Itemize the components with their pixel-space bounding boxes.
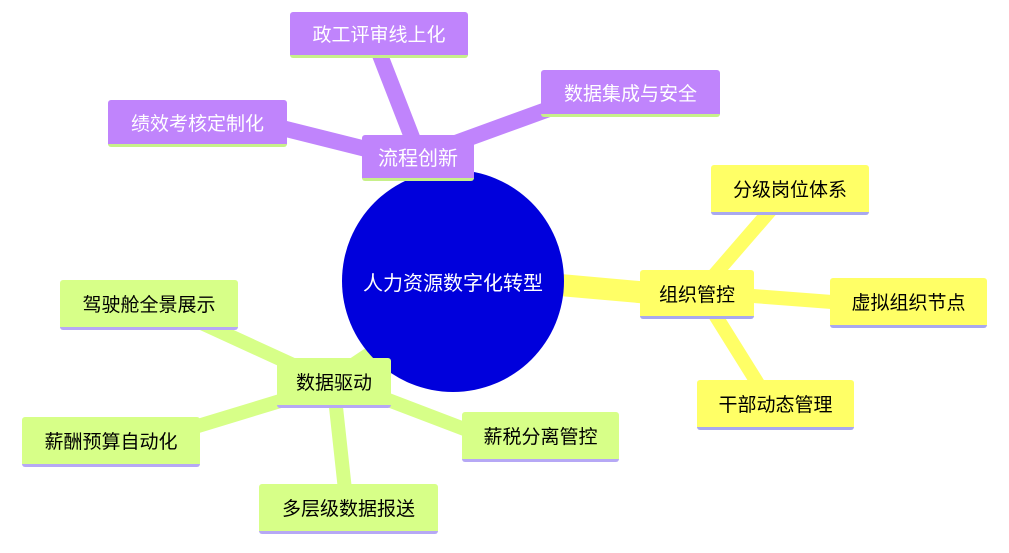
leaf-virtual-org: 虚拟组织节点 <box>830 278 987 328</box>
leaf-salary-budget: 薪酬预算自动化 <box>22 417 200 467</box>
leaf-performance-custom: 绩效考核定制化 <box>108 100 287 147</box>
edge-data-reporting <box>328 391 352 497</box>
branch-org-control: 组织管控 <box>640 270 754 319</box>
leaf-review-online: 政工评审线上化 <box>290 12 468 58</box>
leaf-position-system: 分级岗位体系 <box>711 165 869 215</box>
root-node: 人力资源数字化转型 <box>342 170 564 392</box>
edge-org-positions <box>703 198 782 287</box>
edge-process-review <box>372 47 423 153</box>
leaf-multilevel-report: 多层级数据报送 <box>259 484 438 534</box>
branch-process: 流程创新 <box>362 135 474 181</box>
leaf-tax-separation: 薪税分离管控 <box>462 412 619 462</box>
edge-org-virtual <box>733 288 852 310</box>
leaf-cadre-management: 干部动态管理 <box>697 380 854 430</box>
leaf-cockpit-panorama: 驾驶舱全景展示 <box>60 280 238 330</box>
leaf-data-security: 数据集成与安全 <box>541 70 720 117</box>
branch-data-driven: 数据驱动 <box>277 358 391 408</box>
edge-root-org <box>549 274 661 304</box>
